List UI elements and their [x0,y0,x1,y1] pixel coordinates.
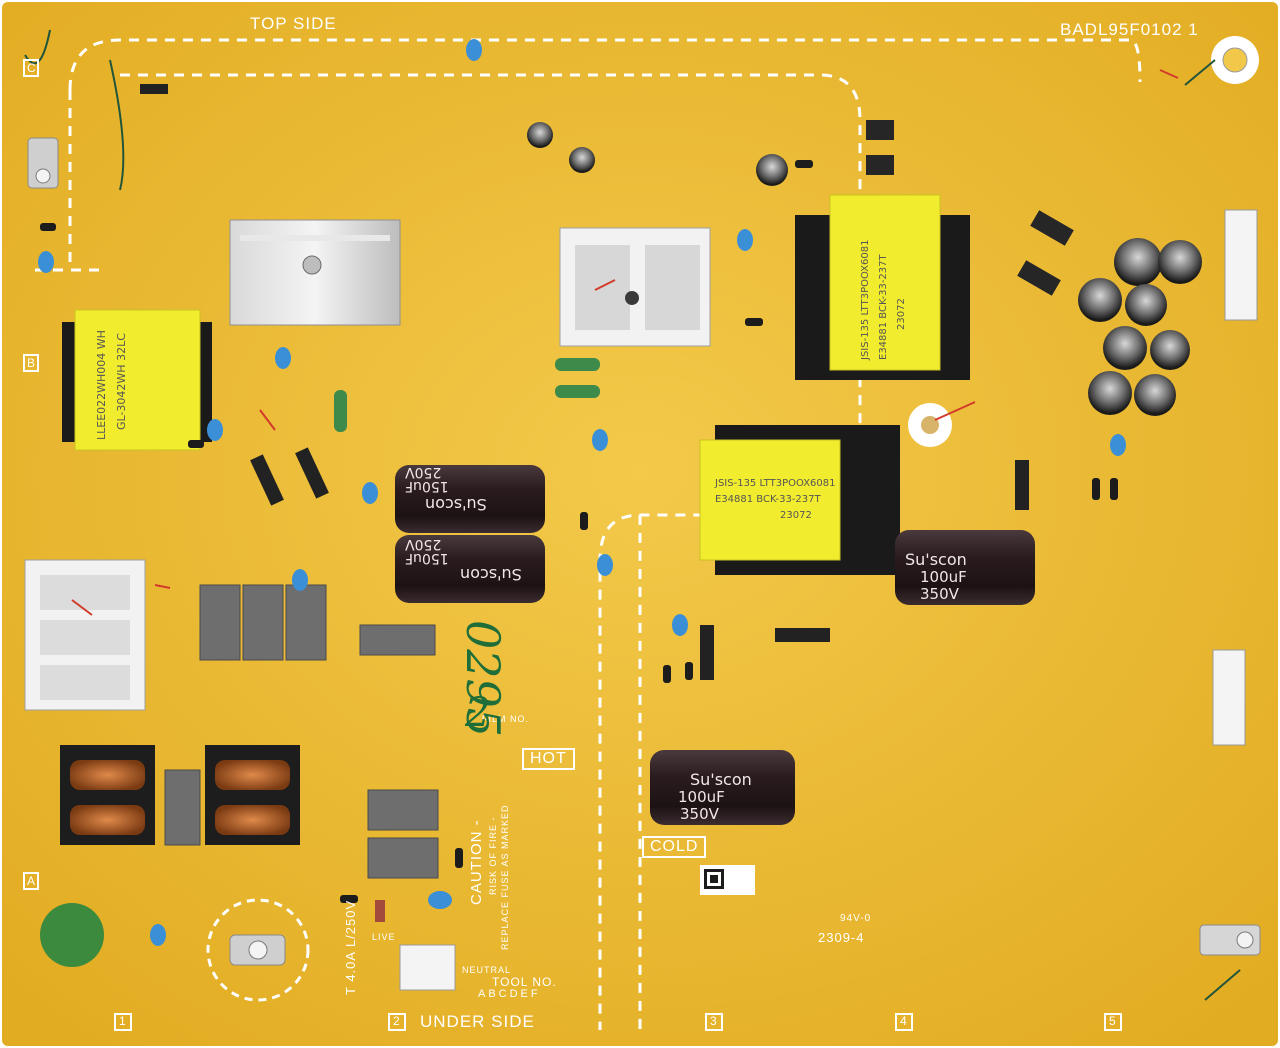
date-code: 2309-4 [818,930,865,945]
under-side-label: UNDER SIDE [420,1012,535,1031]
mount-hole-topleft [27,137,59,189]
capacitor-100uf-1 [895,530,1035,605]
thermistor [40,903,104,967]
caution-line2: REPLACE FUSE AS MARKED [500,804,510,950]
caution-title: CAUTION - [468,819,485,905]
row-marker-a: A [27,874,37,888]
capacitor-150uf-2 [395,535,545,603]
cold-label: COLD [642,836,707,858]
cap4-brand: Su'scon [690,770,752,789]
cap1-voltage: 250V [405,464,442,480]
col-marker-4: 4 [900,1014,908,1028]
grid-markers [23,59,1122,1031]
film-number: FILM NO. [482,714,530,724]
red-marks [71,69,1179,616]
mount-hole-bottomright [1199,924,1261,956]
diodes [140,84,1029,680]
cap2-value: 150uF [405,550,449,566]
transformer-top-line2: E34881 BCK-33-237T [878,254,889,360]
cap3-brand: Su'scon [905,550,967,569]
part-number: BADL95F0102 1 [1060,20,1199,39]
capacitor-150uf-1 [395,465,545,533]
mount-hole-topright [1211,36,1259,84]
live-label: LIVE [372,932,396,942]
qr-code [700,865,755,895]
transformer-center-line3: 23072 [780,510,812,521]
transformer-center-line2: E34881 BCK-33-237T [715,494,821,505]
common-mode-choke-2 [205,745,300,845]
flammability-rating: 94V-0 [840,913,872,924]
connector-right [1212,209,1258,746]
col-marker-1: 1 [119,1014,127,1028]
cap1-brand: Su'scon [425,495,487,514]
cap4-voltage: 350V [680,805,719,823]
neutral-label: NEUTRAL [462,965,512,975]
top-side-label: TOP SIDE [250,14,337,33]
hot-label: HOT [522,748,575,770]
heatsink-bottom-left [24,559,146,711]
col-marker-5: 5 [1109,1014,1117,1028]
connector-ac [399,944,456,991]
col-marker-2: 2 [393,1014,401,1028]
ceramic-capacitors-blue [38,39,1126,946]
row-marker-c: C [27,61,37,75]
transformer-center-line1: JSIS-135 LTT3POOX6081 [715,478,836,489]
resistors [334,358,600,432]
transformer-top-right [795,194,970,380]
row-marker-b: B [27,356,37,370]
mount-hole-bottom [206,898,310,1002]
transformer-left-line2: GL-3042WH 32LC [115,333,128,430]
cap1-value: 150uF [405,478,449,494]
transformer-left-line1: LLEE022WH004 WH [95,330,108,440]
small-capacitor-cluster [527,122,1202,416]
cap3-voltage: 350V [920,585,959,603]
fuse-rating: T 4.0A L/250V [343,899,358,995]
heatsink-center [559,227,711,347]
film-capacitors [164,584,439,879]
capacitor-100uf-2 [650,750,795,825]
cap2-brand: Su'scon [460,565,522,584]
tool-letters: ABCDEF [478,988,541,1000]
cap2-voltage: 250V [405,536,442,552]
transformer-top-line3: 23072 [896,298,907,330]
handwritten-digit: 2 [465,690,491,736]
cap3-value: 100uF [920,568,967,586]
common-mode-choke-1 [60,745,155,845]
transformer-top-line1: JSIS-135 LTT3POOX6081 [860,239,871,361]
col-marker-3: 3 [710,1014,718,1028]
cap4-value: 100uF [678,788,725,806]
tool-number: TOOL NO. [492,975,557,989]
mount-hole-mid [908,403,952,447]
smd-parts [40,160,1118,922]
heatsink-left [229,219,401,326]
ic-chips [866,120,1074,296]
transformer-center [699,425,900,575]
caution-line1: RISK OF FIRE - [488,816,498,895]
transformer-left [62,309,212,451]
